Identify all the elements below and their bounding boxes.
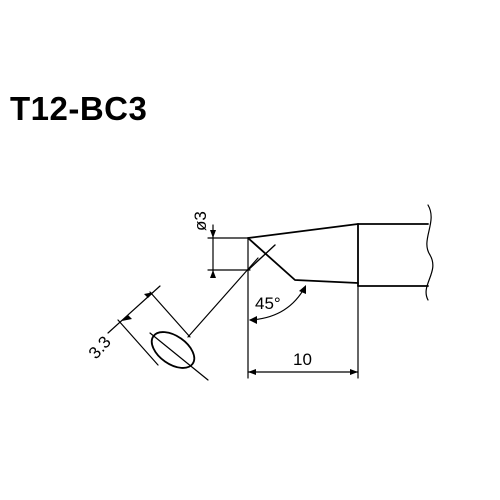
tip-body [247,223,359,379]
diameter-dimension [207,224,251,278]
face-width-extension-top [149,291,191,338]
diameter-label: ø3 [191,211,210,231]
detail-center-line [149,332,209,381]
face-width-arrow-top [144,292,154,298]
length-label: 10 [293,350,312,369]
face-width-label: 3.3 [85,332,115,362]
face-width-extension-bottom [117,319,159,366]
angle-arrow-left [249,316,257,324]
tip-taper-outline [247,223,359,284]
diameter-arrow-bottom [210,270,216,278]
length-arrow-left [248,369,256,375]
angle-dimension [249,285,306,324]
angle-arrow-right [299,285,306,294]
angle-label: 45° [255,294,281,313]
shaft-break-line [425,204,434,301]
tip-shaft [357,204,434,301]
length-dimension [247,285,359,379]
length-arrow-right [350,369,358,375]
bevel-face-line [247,244,276,271]
detail-leader-line [187,257,259,338]
bevel-detail-view [107,285,209,381]
diameter-arrow-top [210,230,216,238]
face-width-arrow-bottom [122,315,132,321]
model-title: T12-BC3 [10,90,148,127]
